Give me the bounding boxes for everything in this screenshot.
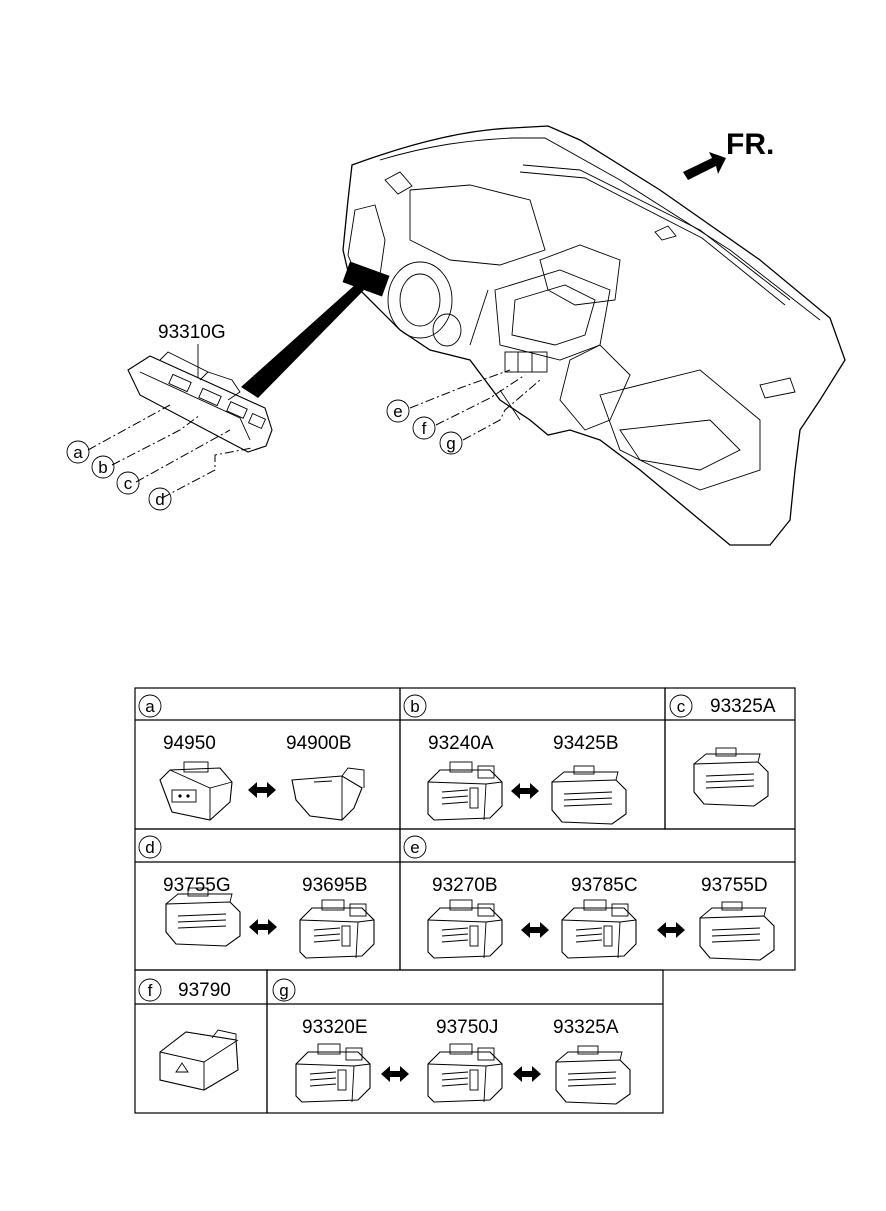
double-arrow-icon [513,1066,541,1082]
cell-b-letter: b [410,697,419,716]
cell-g: g 93320E 93750J 93325A [272,978,631,1105]
cell-d: d 93755G 93695B [138,835,375,959]
part-93755G: 93755G [163,875,231,896]
switch-module-icon [555,1045,631,1105]
part-93755D: 93755D [701,875,768,896]
double-arrow-icon [511,783,539,799]
part-93320E: 93320E [302,1017,368,1038]
switch-module-icon [295,1043,371,1103]
switch-module-icon [159,1029,239,1091]
switch-module-icon [693,747,769,807]
switch-module-icon [699,901,775,961]
svg-text:f: f [422,419,427,438]
part-93785C: 93785C [571,875,638,896]
svg-text:c: c [124,474,133,493]
part-93325A-g: 93325A [553,1017,619,1038]
callout-f: f [412,416,436,440]
part-93425B: 93425B [553,733,619,754]
double-arrow-icon [657,922,685,938]
switch-module-icon [561,899,637,959]
parts-table [134,687,796,1114]
callout-e: e [386,399,410,423]
switch-module-icon [127,351,273,453]
main-part-number: 93310G [158,322,226,343]
cell-f: f 93790 [138,978,239,1091]
part-93325A-c: 93325A [710,696,776,717]
part-93695B: 93695B [302,875,368,896]
part-93750J: 93750J [436,1017,498,1038]
switch-module-icon [427,899,503,959]
double-arrow-icon [249,919,277,935]
front-direction-label: FR. [726,128,774,161]
svg-text:e: e [393,402,402,421]
callout-c: c [116,471,140,495]
switch-module-icon [165,887,241,947]
switch-module-icon [159,761,233,821]
cell-d-letter: d [145,838,154,857]
switch-module-icon [427,1043,503,1103]
callout-b: b [91,455,115,479]
callout-g: g [439,431,463,455]
switch-module-icon [299,899,375,959]
cell-f-letter: f [148,981,153,1000]
double-arrow-icon [248,782,276,798]
direction-arrow-icon [683,152,726,180]
cell-c: c 93325A [669,694,776,807]
double-arrow-icon [381,1066,409,1082]
svg-text:d: d [155,490,164,509]
cell-e: e 93270B 93785C 93755D [403,835,775,961]
cell-a: a 94950 94900B [138,694,365,821]
switch-module-icon [427,761,503,821]
callout-d: d [148,487,172,511]
svg-text:g: g [446,434,455,453]
svg-text:a: a [73,443,83,462]
cell-e-letter: e [410,838,419,857]
cell-b: b 93240A 93425B [403,694,627,825]
cell-c-letter: c [677,697,686,716]
cell-a-letter: a [145,697,155,716]
part-93270B: 93270B [432,875,498,896]
part-93240A: 93240A [428,733,494,754]
part-93790: 93790 [178,980,231,1001]
switch-module-icon [551,765,627,825]
double-arrow-icon [521,922,549,938]
part-94900B: 94900B [286,733,352,754]
switch-module-icon [291,767,365,821]
dashboard-icon [342,125,846,546]
svg-text:b: b [98,458,107,477]
part-94950: 94950 [163,733,216,754]
cell-g-letter: g [279,981,288,1000]
callout-a: a [66,440,90,464]
